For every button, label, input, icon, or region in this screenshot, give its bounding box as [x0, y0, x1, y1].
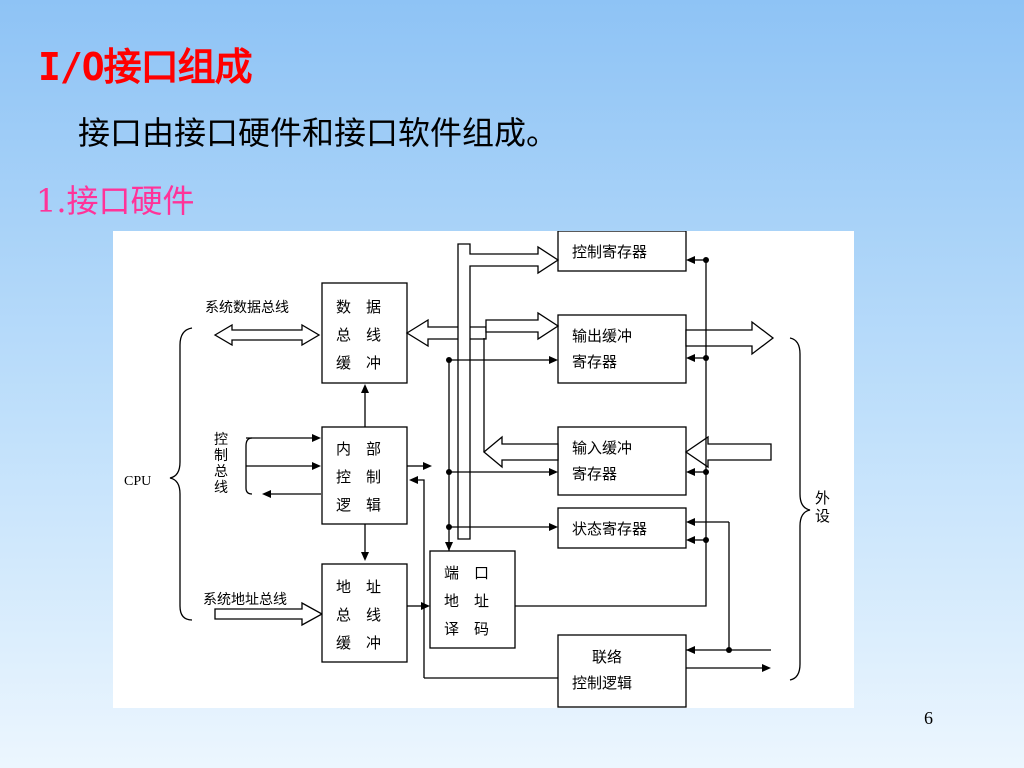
junction-dot	[703, 257, 709, 263]
slide-title: I/O接口组成	[38, 45, 253, 89]
handshake-control-logic-line-2: 控制逻辑	[572, 674, 632, 692]
internal-control-logic-line-2: 控 制	[336, 468, 381, 486]
peripheral-label-2: 设	[815, 507, 830, 525]
data-bus-buffer-line-1: 数 据	[336, 298, 381, 316]
system-address-bus-arrow	[214, 601, 324, 627]
address-bus-buffer-box	[321, 563, 408, 663]
input-buffer-register-line-1: 输入缓冲	[572, 439, 632, 457]
internal-control-logic-line-1: 内 部	[336, 440, 381, 458]
data-to-control-register-bus	[457, 243, 560, 540]
port-address-decode-line-2: 地 址	[444, 592, 489, 610]
control-in-arrow-1	[312, 434, 321, 442]
select-input-reg-arrow	[686, 468, 695, 476]
output-buffer-register-box	[557, 314, 687, 384]
control-bus-brace	[245, 437, 253, 495]
system-data-bus-arrow	[213, 323, 321, 347]
control-out-arrow	[262, 490, 271, 498]
peripheral-to-input-arrow	[684, 435, 772, 469]
junction-dot	[446, 524, 452, 530]
addrbuf-to-decoder-arrow	[421, 602, 430, 610]
slide-subtitle: 接口由接口硬件和接口软件组成。	[78, 114, 559, 152]
data-bus-buffer-line-2: 总 线	[336, 326, 381, 344]
peripheral-brace	[789, 337, 811, 681]
interface-hardware-diagram: CPU 外 设 系统数据总线 控 制 总 线 系统地址总线 数 据 总 线 缓 …	[113, 231, 854, 708]
control-bus-char-3: 总	[214, 464, 228, 480]
page-number: 6	[924, 708, 933, 728]
port-address-decode-box	[429, 550, 516, 649]
junction-dot	[703, 355, 709, 361]
status-register-label: 状态寄存器	[572, 520, 647, 538]
ctrl-arrow-output	[549, 356, 558, 364]
junction-dot	[446, 469, 452, 475]
input-register-to-data-bus	[482, 435, 559, 469]
logic-to-addrbuf-arrow	[361, 552, 369, 561]
cpu-label: CPU	[124, 474, 151, 489]
control-in-arrow-2	[312, 462, 321, 470]
control-bus-char-4: 线	[214, 480, 228, 496]
output-buffer-register-line-1: 输出缓冲	[572, 327, 632, 345]
status-in-arrow	[686, 518, 695, 526]
address-bus-buffer-line-3: 缓 冲	[336, 634, 381, 652]
port-address-decode-line-1: 端 口	[444, 564, 489, 582]
ctrl-arrow-status	[549, 523, 558, 531]
junction-dot	[703, 537, 709, 543]
select-control-reg-arrow	[686, 256, 695, 264]
select-status-reg-arrow	[686, 536, 695, 544]
input-buffer-register-box	[557, 426, 687, 496]
handshake-in-arrow	[686, 646, 695, 654]
data-to-output-register-bus	[485, 311, 560, 341]
peripheral-label-1: 外	[815, 489, 830, 507]
control-bus-char-1: 控	[214, 432, 228, 448]
decoder-enable-arrow	[445, 542, 453, 551]
cpu-brace	[169, 327, 193, 621]
data-bus-buffer-box	[321, 282, 408, 384]
logic-out-arrow	[423, 462, 432, 470]
control-register-label: 控制寄存器	[572, 243, 647, 261]
select-output-reg-arrow	[686, 354, 695, 362]
internal-data-bus-arrow	[405, 318, 487, 348]
handshake-control-logic-box	[557, 634, 687, 708]
status-register-box	[557, 507, 687, 549]
system-data-bus-label: 系统数据总线	[205, 300, 289, 316]
address-bus-buffer-line-2: 总 线	[336, 606, 381, 624]
port-address-decode-line-3: 译 码	[444, 620, 489, 638]
logic-to-databuf-arrow	[361, 384, 369, 393]
data-bus-buffer-line-3: 缓 冲	[336, 354, 381, 372]
ctrl-arrow-input	[549, 468, 558, 476]
handshake-out-arrow	[762, 664, 771, 672]
control-bus-char-2: 制	[214, 448, 228, 464]
handshake-feedback-line	[418, 479, 425, 678]
internal-control-logic-line-3: 逻 辑	[336, 496, 381, 514]
decoder-select-line	[515, 260, 707, 607]
handshake-control-logic-line-1: 联络	[592, 648, 622, 666]
handshake-feedback-arrow	[409, 476, 418, 484]
control-register-box	[557, 231, 687, 272]
system-address-bus-label: 系统地址总线	[203, 592, 287, 608]
junction-dot	[703, 469, 709, 475]
input-buffer-register-line-2: 寄存器	[572, 465, 617, 483]
section-heading: 1.接口硬件	[36, 182, 195, 220]
output-to-peripheral-arrow	[685, 320, 775, 356]
output-buffer-register-line-2: 寄存器	[572, 353, 617, 371]
address-bus-buffer-line-1: 地 址	[336, 578, 381, 596]
